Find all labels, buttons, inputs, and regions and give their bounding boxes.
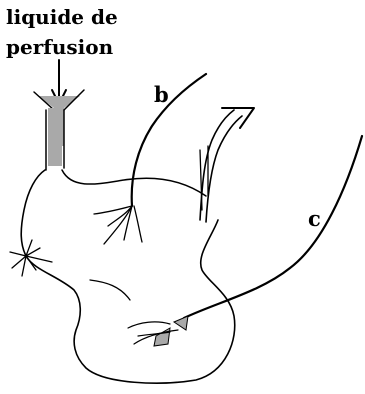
organ-outline [21,170,235,383]
outflow-arrowhead [222,108,254,128]
label-b: b [154,82,169,107]
electrode-b [132,74,206,206]
label-c: c [308,206,321,231]
cannula [34,90,84,170]
electrode-c-contact [128,316,188,346]
title-line-1: liquide de [6,5,118,29]
electrode-c [184,136,362,318]
cannula-tube [48,108,62,166]
outflow-vessel [200,108,254,222]
left-vessel-stub [10,240,52,276]
title-line-2: perfusion [6,35,114,59]
